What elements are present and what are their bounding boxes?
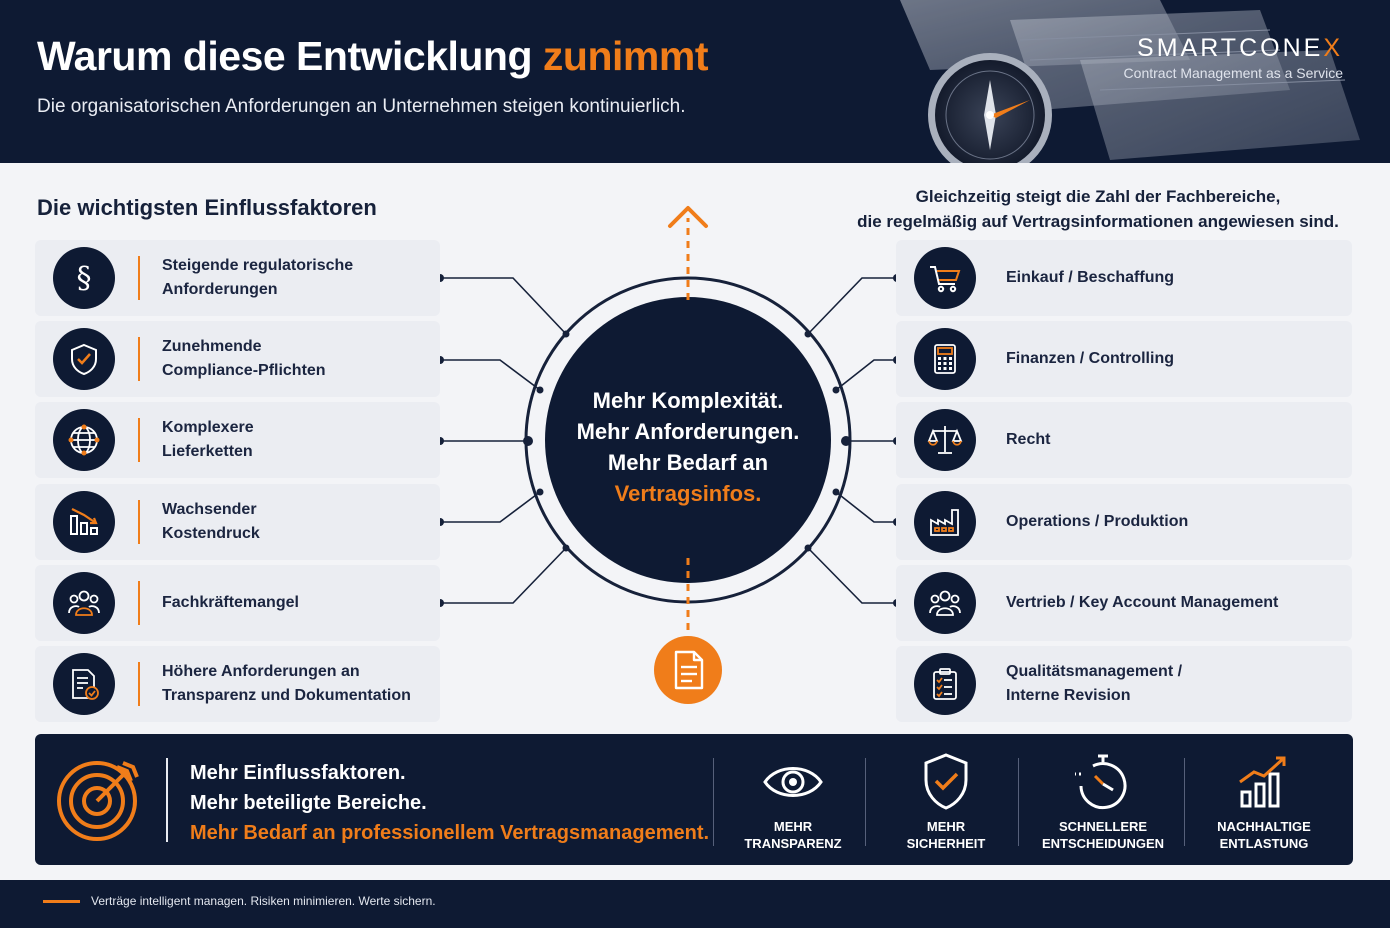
card-divider [138, 662, 140, 706]
department-card-sales: Vertrieb / Key Account Management [896, 565, 1352, 641]
shield-check-icon [53, 328, 115, 390]
shield-check-icon [924, 753, 968, 810]
footer-slogan: Verträge intelligent managen. Risiken mi… [91, 894, 436, 908]
department-card-finance: Finanzen / Controlling [896, 321, 1352, 397]
team-icon [53, 572, 115, 634]
header-banner: Warum diese Entwicklung zunimmt Die orga… [0, 0, 1390, 163]
banner-divider [713, 758, 714, 846]
department-label: Recht [1006, 431, 1051, 448]
calculator-icon [914, 328, 976, 390]
banner-divider [1018, 758, 1019, 846]
department-card-operations: Operations / Produktion [896, 484, 1352, 560]
eye-icon [763, 767, 823, 797]
paragraph-icon: § [53, 247, 115, 309]
department-label: Qualitätsmanagement /Interne Revision [1006, 663, 1183, 704]
clipboard-checklist-icon [914, 653, 976, 715]
banner-divider [166, 758, 168, 842]
department-label: Einkauf / Beschaffung [1006, 269, 1175, 286]
center-message: Mehr Komplexität. Mehr Anforderungen. Me… [576, 388, 800, 506]
factor-card-skills-shortage: Fachkräftemangel [35, 565, 440, 641]
factor-label: Fachkräftemangel [162, 594, 299, 611]
shopping-cart-icon [914, 247, 976, 309]
card-divider [138, 256, 140, 300]
page-subtitle: Die organisatorischen Anforderungen an U… [37, 96, 686, 117]
page-title: Warum diese Entwicklung zunimmt [37, 33, 708, 79]
department-label: Operations / Produktion [1006, 513, 1189, 530]
growth-chart-icon [1239, 756, 1286, 808]
target-icon [57, 761, 139, 841]
brand-tagline: Contract Management as a Service [1123, 65, 1343, 81]
document-check-icon [53, 653, 115, 715]
card-divider [138, 500, 140, 544]
scales-icon [914, 409, 976, 471]
banner-summary: Mehr Einflussfaktoren. Mehr beteiligte B… [190, 762, 710, 844]
globe-network-icon [53, 409, 115, 471]
department-card-purchasing: Einkauf / Beschaffung [896, 240, 1352, 316]
department-card-legal: Recht [896, 402, 1352, 478]
factory-icon [914, 491, 976, 553]
department-card-quality: Qualitätsmanagement /Interne Revision [896, 646, 1352, 722]
brand-logo: SMARTCONEX Contract Management as a Serv… [1124, 34, 1343, 81]
department-label: Finanzen / Controlling [1006, 350, 1174, 367]
footer-accent-line [43, 900, 80, 903]
summary-banner: Mehr Einflussfaktoren. Mehr beteiligte B… [35, 734, 1353, 865]
banner-divider [1184, 758, 1185, 846]
brand-name: SMARTCONEX [1137, 34, 1343, 62]
card-divider [138, 418, 140, 462]
bar-chart-down-icon [53, 491, 115, 553]
svg-text:§: § [77, 261, 92, 296]
banner-divider [865, 758, 866, 846]
left-section-heading: Die wichtigsten Einflussfaktoren [37, 195, 377, 220]
card-divider [138, 581, 140, 625]
department-label: Vertrieb / Key Account Management [1006, 594, 1279, 611]
team-icon [914, 572, 976, 634]
footer-bar: Verträge intelligent managen. Risiken mi… [0, 880, 1390, 928]
compass-and-documents-image [900, 0, 1360, 163]
right-section-heading: Gleichzeitig steigt die Zahl der Fachber… [857, 187, 1339, 231]
stopwatch-icon [1075, 754, 1127, 810]
card-divider [138, 337, 140, 381]
